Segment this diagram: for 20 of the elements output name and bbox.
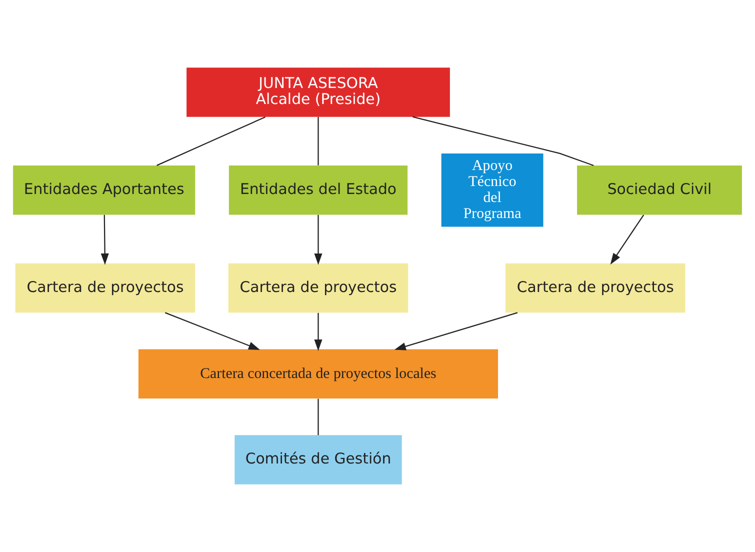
node-box: Cartera concertada de proyectos locales [138, 349, 498, 399]
node-box: Comités de Gestión [234, 435, 402, 484]
node-box: Cartera de proyectos [505, 263, 686, 313]
node-box: Apoyo Técnico del Programa [441, 153, 544, 227]
connector [318, 116, 319, 166]
arrow [610, 214, 644, 265]
arrow [164, 312, 260, 350]
connector [412, 116, 594, 166]
node-box: JUNTA ASESORA Alcalde (Preside) [186, 68, 450, 117]
node-box: Entidades del Estado [228, 166, 408, 215]
connector [156, 116, 266, 166]
arrow [394, 312, 518, 350]
arrow [314, 214, 322, 265]
node-box: Cartera de proyectos [15, 263, 196, 313]
arrow [314, 312, 322, 351]
arrow [100, 214, 109, 265]
node-box: Entidades Aportantes [13, 166, 196, 215]
connector [318, 398, 319, 436]
node-box: Sociedad Civil [577, 166, 742, 215]
node-box: Cartera de proyectos [228, 263, 408, 313]
